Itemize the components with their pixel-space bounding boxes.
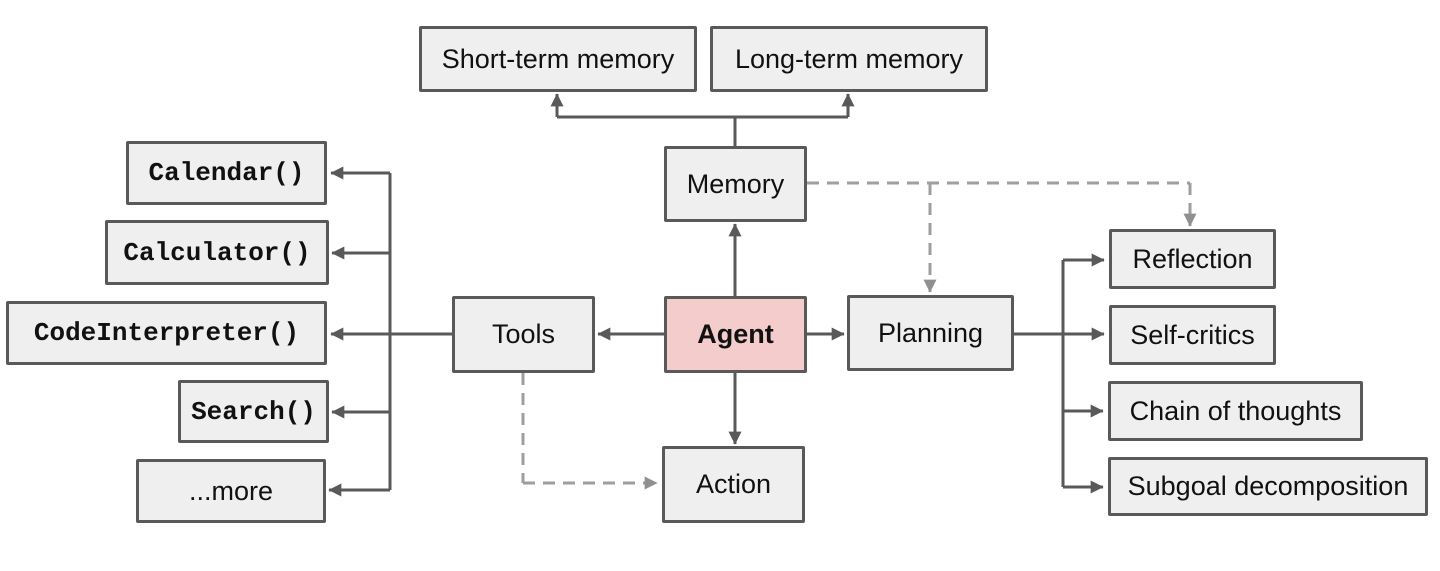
edge-memory-branch (557, 115, 848, 146)
node-planning-subgoal-decomposition: Subgoal decomposition (1108, 457, 1428, 516)
node-agent: Agent (664, 296, 807, 373)
node-long-term-memory: Long-term memory (710, 26, 988, 92)
node-tools: Tools (452, 296, 595, 373)
node-planning-selfcritics: Self-critics (1109, 305, 1276, 365)
node-tool-search: Search() (178, 380, 329, 443)
node-action: Action (662, 446, 805, 523)
node-memory: Memory (664, 146, 807, 222)
node-tool-calculator: Calculator() (105, 220, 329, 285)
node-planning: Planning (847, 295, 1014, 371)
node-tool-calendar: Calendar() (126, 141, 327, 205)
node-tool-more: ...more (136, 459, 326, 523)
node-planning-reflection: Reflection (1109, 229, 1276, 289)
node-planning-chain-of-thoughts: Chain of thoughts (1108, 381, 1363, 441)
node-tool-codeinterpreter: CodeInterpreter() (6, 301, 327, 365)
node-short-term-memory: Short-term memory (419, 26, 697, 92)
